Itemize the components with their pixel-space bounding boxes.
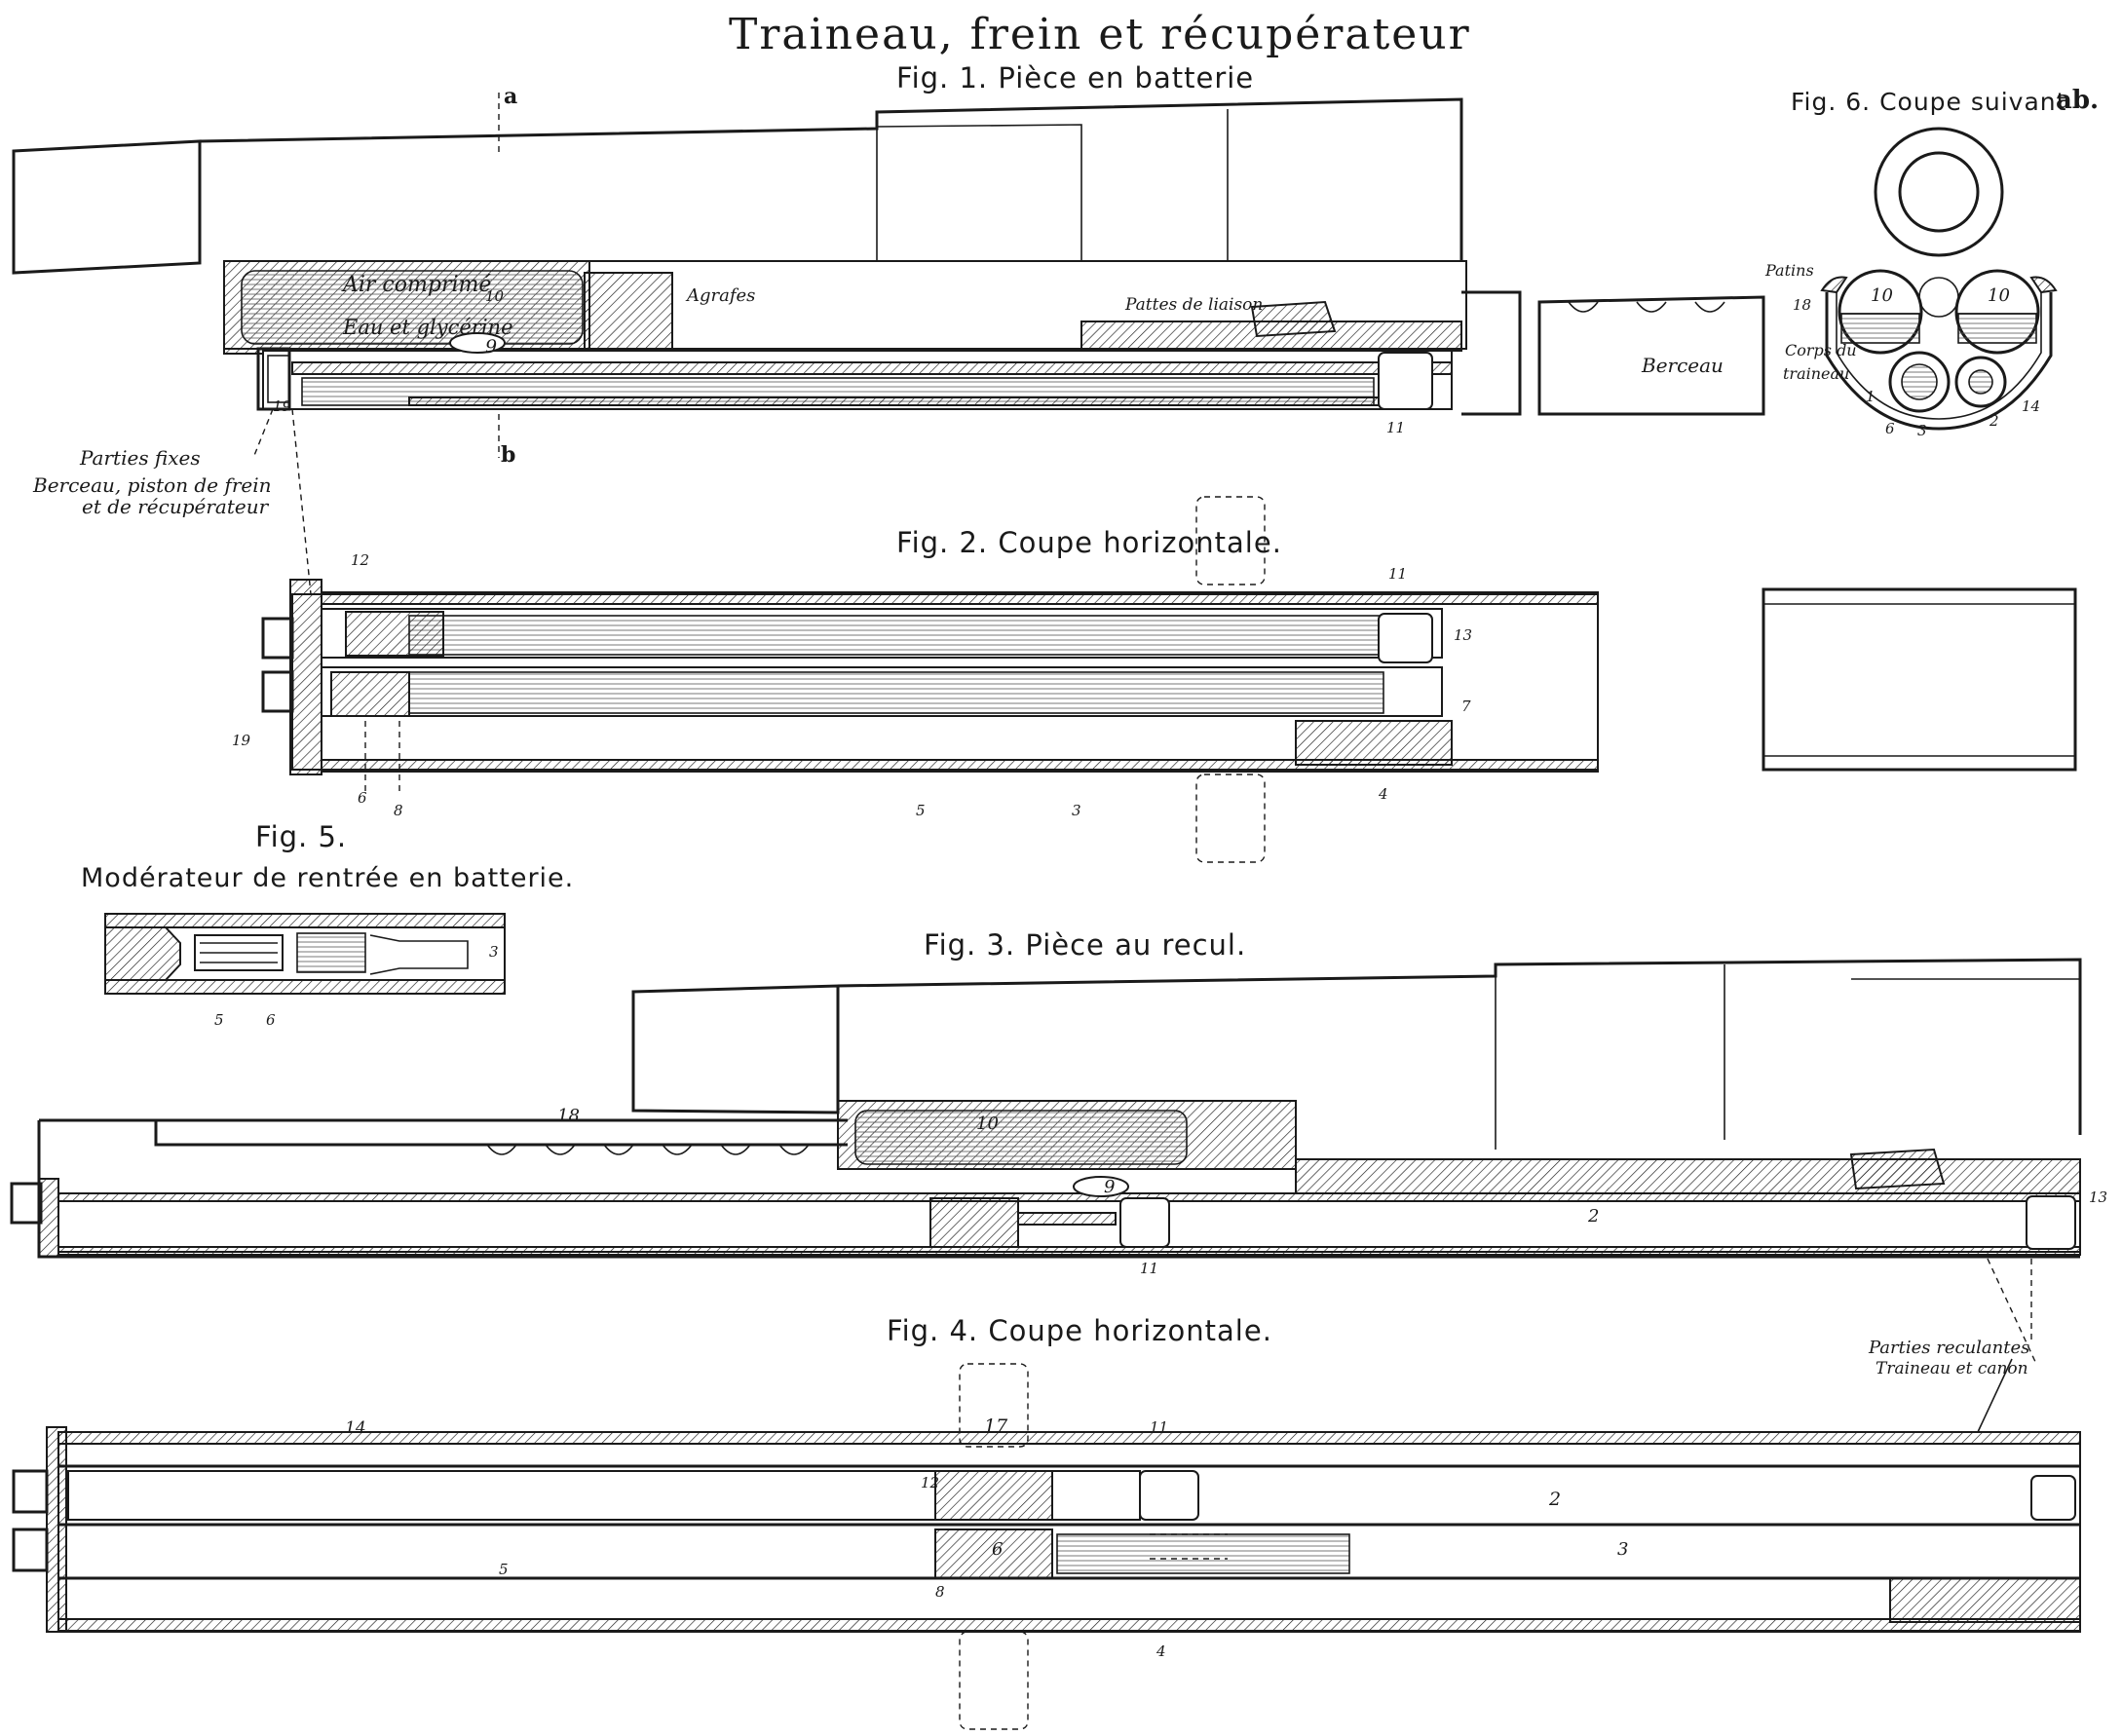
fig6-num-10-right: 10 (1988, 285, 2010, 306)
fig6-num-10-left: 10 (1871, 285, 1893, 306)
fig2-num-3: 3 (1072, 802, 1081, 819)
fig5-num-3: 3 (489, 943, 499, 961)
fig1-caption: Fig. 1. Pièce en batterie (896, 61, 1255, 94)
fig5-caption-number: Fig. 5. (255, 820, 348, 853)
fig6-drawing (1820, 127, 2058, 431)
fig2-num-12: 12 (351, 551, 370, 569)
fig2-caption: Fig. 2. Coupe horizontale. (896, 526, 1282, 559)
recoil-parts-line2: Traineau et canon (1876, 1359, 2028, 1378)
label-pattes-liaison: Pattes de liaison (1125, 295, 1264, 315)
fig6-num-6: 6 (1885, 420, 1895, 437)
fig6-num-3: 3 (1917, 422, 1927, 439)
fig3-drawing (10, 958, 2082, 1365)
fig2-num-8: 8 (394, 802, 403, 819)
fig3-num-9: 9 (1104, 1177, 1116, 1197)
label-traineau: traineau (1783, 364, 1850, 383)
fig4-drawing (12, 1358, 2081, 1730)
fig2-num-4: 4 (1379, 785, 1388, 803)
section-mark-a: a (504, 84, 518, 109)
fig1-num-9: 9 (485, 336, 498, 358)
fig2-num-7: 7 (1461, 698, 1471, 715)
label-patins: Patins (1765, 261, 1814, 280)
fig1-num-19: 19 (273, 397, 292, 415)
fig4-num-6: 6 (992, 1539, 1004, 1560)
label-air-comprime: Air comprimé (343, 273, 492, 297)
fig2-num-5: 5 (916, 802, 926, 819)
fig4-num-17: 17 (984, 1415, 1008, 1437)
fig6-num-18: 18 (1793, 296, 1812, 314)
fig4-num-5: 5 (499, 1561, 509, 1578)
fig2-num-13: 13 (1454, 626, 1473, 644)
fig3-caption: Fig. 3. Pièce au recul. (924, 928, 1247, 962)
fig2-num-19: 19 (232, 732, 251, 749)
fixed-parts-title: Parties fixes (80, 446, 201, 470)
fig4-num-11: 11 (1150, 1418, 1169, 1436)
fig5-num-6: 6 (266, 1011, 276, 1029)
fig4-num-3: 3 (1617, 1539, 1629, 1560)
section-mark-b: b (501, 442, 516, 468)
label-corps-du: Corps du (1785, 341, 1857, 359)
fig6-num-2: 2 (1989, 412, 1999, 430)
fig2-drawing (261, 496, 2077, 863)
fig4-caption: Fig. 4. Coupe horizontale. (887, 1314, 1272, 1347)
fixed-parts-line2: Berceau, piston de frein (33, 473, 272, 497)
fig5-drawing (104, 913, 506, 995)
fig4-num-14: 14 (345, 1418, 366, 1438)
fig3-num-13: 13 (2089, 1189, 2108, 1206)
fig6-num-1: 1 (1866, 388, 1876, 405)
fig6-caption-ab: ab. (2056, 86, 2100, 115)
fig6-num-14: 14 (2022, 397, 2041, 415)
fig3-num-2: 2 (1588, 1206, 1600, 1227)
fig4-num-12: 12 (921, 1474, 940, 1491)
recoil-parts-title: Parties reculantes (1869, 1338, 2030, 1358)
fig3-num-11: 11 (1140, 1260, 1159, 1277)
fig5-num-5: 5 (214, 1011, 224, 1029)
fixed-parts-line3: et de récupérateur (82, 495, 269, 518)
plate-title: Traineau, frein et récupérateur (729, 10, 1471, 59)
label-eau-glycerine: Eau et glycérine (343, 316, 513, 339)
fig3-num-10: 10 (976, 1113, 999, 1134)
fig4-num-8: 8 (935, 1583, 945, 1601)
fig4-num-4: 4 (1156, 1642, 1166, 1660)
fig1-num-10: 10 (485, 287, 505, 305)
label-berceau: Berceau (1642, 354, 1724, 377)
fig2-num-6: 6 (358, 789, 367, 807)
fig1-num-11: 11 (1386, 419, 1406, 436)
fig6-caption: Fig. 6. Coupe suivant (1791, 88, 2067, 116)
fig3-num-18: 18 (557, 1106, 580, 1126)
label-agrafes: Agrafes (687, 285, 756, 306)
fig5-caption-title: Modérateur de rentrée en batterie. (81, 863, 575, 893)
fig4-num-2: 2 (1549, 1489, 1562, 1510)
fig1-drawing (12, 93, 1765, 605)
fig2-num-11: 11 (1388, 565, 1408, 583)
